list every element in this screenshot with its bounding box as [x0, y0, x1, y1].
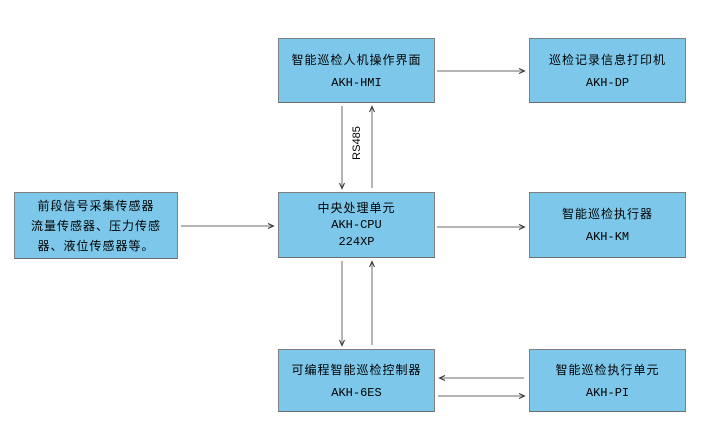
- node-title: 可编程智能巡检控制器: [291, 362, 422, 377]
- node-printer: 巡检记录信息打印机 AKH-DP: [529, 38, 686, 103]
- node-title: 智能巡检执行器: [561, 207, 653, 221]
- node-title: 智能巡检人机操作界面: [291, 52, 422, 67]
- node-title-line2: 流量传感器、压力传感: [30, 218, 161, 233]
- node-execution-unit: 智能巡检执行单元 AKH-PI: [529, 349, 686, 412]
- node-title: 巡检记录信息打印机: [548, 52, 666, 67]
- node-cpu: 中央处理单元 AKH-CPU 224XP: [278, 192, 435, 258]
- node-model: AKH-CPU: [331, 218, 382, 232]
- node-model: AKH-KM: [585, 230, 630, 244]
- node-hmi-interface: 智能巡检人机操作界面 AKH-HMI: [278, 38, 435, 103]
- node-programmable-controller: 可编程智能巡检控制器 AKH-6ES: [278, 349, 435, 412]
- node-actuator: 智能巡检执行器 AKH-KM: [529, 192, 686, 258]
- node-model: AKH-PI: [585, 385, 630, 400]
- node-title-line3: 器、液位传感器等。: [37, 238, 155, 253]
- node-title-line1: 前段信号采集传感器: [37, 198, 155, 213]
- node-title: 智能巡检执行单元: [555, 362, 660, 377]
- node-title: 中央处理单元: [317, 201, 396, 215]
- node-model: AKH-HMI: [331, 75, 382, 90]
- node-variant: 224XP: [338, 235, 375, 249]
- node-model: AKH-6ES: [331, 385, 382, 400]
- node-sensors: 前段信号采集传感器 流量传感器、压力传感 器、液位传感器等。: [14, 192, 178, 259]
- rs485-label: RS485: [351, 126, 363, 160]
- node-model: AKH-DP: [585, 75, 630, 90]
